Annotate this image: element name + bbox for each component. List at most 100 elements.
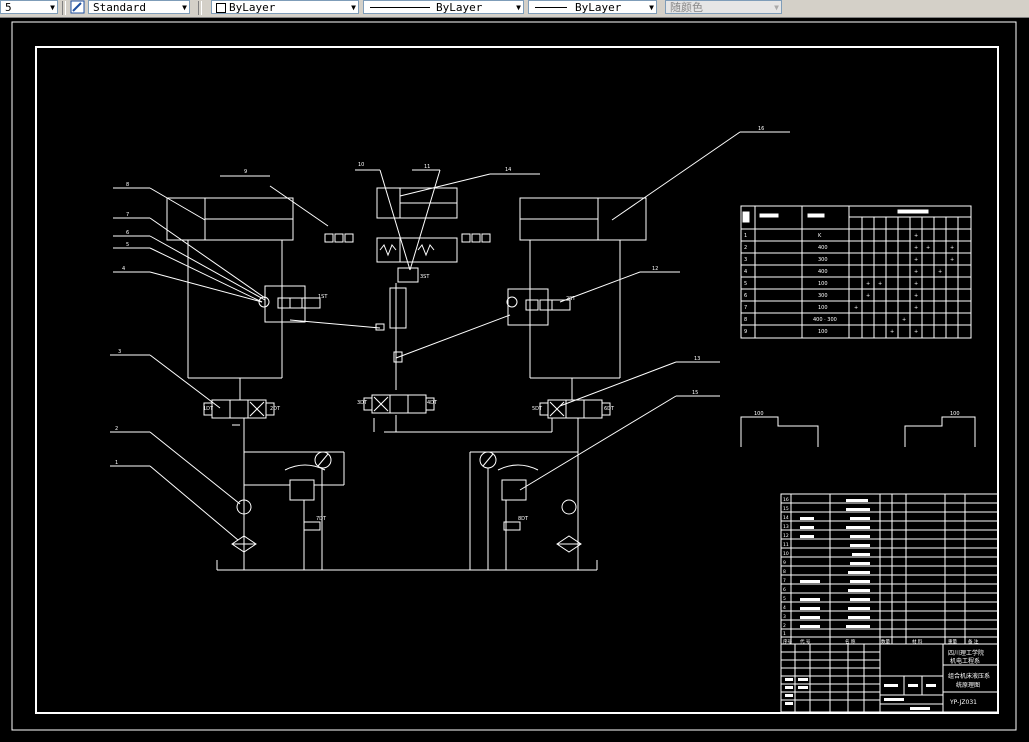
title-drawing-name-1: 组合机床液压系 bbox=[948, 672, 990, 680]
svg-text:+: + bbox=[950, 245, 954, 251]
right-relief-valve bbox=[497, 464, 539, 531]
callout-6: 6 bbox=[126, 230, 129, 236]
op-row-op-8: 400 · 300 bbox=[813, 317, 837, 323]
callout-14: 14 bbox=[505, 167, 511, 173]
color-swatch-icon bbox=[216, 3, 226, 13]
linetype-combo[interactable]: ByLayer ▼ bbox=[363, 0, 524, 14]
op-row-op-9: 100 bbox=[818, 329, 828, 335]
svg-text:+: + bbox=[866, 293, 870, 299]
title-block-fills bbox=[785, 678, 936, 710]
sheet-inner-border bbox=[35, 46, 999, 714]
line-sample-icon bbox=[370, 7, 430, 8]
plotstyle-value: 随颜色 bbox=[670, 1, 703, 14]
center-pressure-valve bbox=[375, 267, 419, 363]
chevron-down-icon: ▼ bbox=[182, 3, 187, 12]
lineweight-combo[interactable]: ByLayer ▼ bbox=[528, 0, 657, 14]
op-row-op-6: 300 bbox=[818, 293, 828, 299]
tag-3ST: 3ST bbox=[420, 274, 430, 280]
op-row-op-4: 400 bbox=[818, 269, 828, 275]
svg-text:+: + bbox=[950, 257, 954, 263]
center-directional-valve bbox=[363, 394, 435, 414]
callout-16: 16 bbox=[758, 126, 764, 132]
svg-text:+: + bbox=[938, 269, 942, 275]
callout-12: 12 bbox=[652, 266, 658, 272]
sheet-outer-border bbox=[11, 21, 1017, 731]
part-num-8: 8 bbox=[783, 569, 786, 575]
parts-header-material: 材 料 bbox=[912, 638, 923, 645]
svg-text:+: + bbox=[854, 305, 858, 311]
parts-header-name: 名 称 bbox=[845, 638, 856, 645]
op-row-op-7: 100 bbox=[818, 305, 828, 311]
parts-header-no: 序号 bbox=[783, 638, 792, 645]
op-row-op-5: 100 bbox=[818, 281, 828, 287]
chevron-down-icon: ▼ bbox=[516, 3, 521, 12]
dim-label-left: 100 bbox=[754, 411, 764, 417]
part-num-7: 7 bbox=[783, 578, 786, 584]
parts-header-code: 代 号 bbox=[800, 638, 811, 645]
color-value: ByLayer bbox=[229, 1, 276, 14]
left-relief-valve bbox=[284, 464, 326, 531]
part-num-3: 3 bbox=[783, 614, 786, 620]
part-num-4: 4 bbox=[783, 605, 786, 611]
text-height-value: 5 bbox=[5, 1, 12, 14]
svg-text:+: + bbox=[914, 257, 918, 263]
title-department: 机电工程系 bbox=[950, 657, 980, 665]
part-num-13: 13 bbox=[783, 524, 789, 530]
title-school: 四川理工学院 bbox=[948, 649, 984, 657]
tag-1DT: 1DT bbox=[203, 406, 214, 412]
text-style-combo[interactable]: Standard ▼ bbox=[88, 0, 190, 14]
parts-header-weight: 重量 bbox=[948, 638, 957, 645]
tag-2DT: 2DT bbox=[270, 406, 281, 412]
part-num-11: 11 bbox=[783, 542, 789, 548]
part-num-10: 10 bbox=[783, 551, 789, 557]
right-pump bbox=[561, 499, 577, 515]
svg-text:+: + bbox=[878, 281, 882, 287]
text-height-combo[interactable]: 5 ▼ bbox=[0, 0, 58, 14]
op-row-9: 9 bbox=[744, 329, 747, 335]
right-cylinder bbox=[519, 197, 647, 241]
chevron-down-icon: ▼ bbox=[774, 3, 779, 12]
hydraulic-schematic: 8 7 6 5 4 3 2 1 9 10 11 14 12 13 15 16 1… bbox=[11, 21, 1017, 731]
op-row-8: 8 bbox=[744, 317, 747, 323]
callout-9: 9 bbox=[244, 169, 247, 175]
parts-list bbox=[780, 493, 999, 645]
callout-11: 11 bbox=[424, 164, 430, 170]
callout-4: 4 bbox=[122, 266, 125, 272]
part-num-12: 12 bbox=[783, 533, 789, 539]
svg-text:+: + bbox=[914, 329, 918, 335]
part-num-6: 6 bbox=[783, 587, 786, 593]
callout-1: 1 bbox=[115, 460, 118, 466]
line-sample-icon bbox=[535, 7, 567, 8]
part-num-5: 5 bbox=[783, 596, 786, 602]
text-style-icon[interactable] bbox=[70, 0, 86, 15]
op-row-3: 3 bbox=[744, 257, 747, 263]
svg-text:+: + bbox=[914, 245, 918, 251]
callout-3: 3 bbox=[118, 349, 121, 355]
left-check-valve bbox=[258, 285, 321, 323]
left-cylinder bbox=[166, 197, 294, 241]
left-pressure-gauge bbox=[314, 451, 332, 469]
svg-text:+: + bbox=[914, 293, 918, 299]
color-combo[interactable]: ByLayer ▼ bbox=[211, 0, 359, 14]
op-row-1: 1 bbox=[744, 233, 747, 239]
center-cylinder bbox=[376, 187, 458, 263]
part-num-16: 16 bbox=[783, 497, 789, 503]
parts-header-remarks: 备 注 bbox=[968, 638, 979, 645]
callout-7: 7 bbox=[126, 212, 129, 218]
callout-10: 10 bbox=[358, 162, 364, 168]
tag-2ST: 2ST bbox=[566, 296, 576, 302]
tag-8DT: 8DT bbox=[518, 516, 529, 522]
pipe-network bbox=[187, 240, 621, 571]
drawing-canvas[interactable]: 8 7 6 5 4 3 2 1 9 10 11 14 12 13 15 16 1… bbox=[0, 17, 1029, 738]
svg-text:+: + bbox=[914, 233, 918, 239]
op-row-op-2: 400 bbox=[818, 245, 828, 251]
tag-5DT: 5DT bbox=[532, 406, 543, 412]
op-row-7: 7 bbox=[744, 305, 747, 311]
callout-13: 13 bbox=[694, 356, 700, 362]
op-row-5: 5 bbox=[744, 281, 747, 287]
plotstyle-combo[interactable]: 随颜色 ▼ bbox=[665, 0, 782, 14]
right-directional-valve bbox=[539, 399, 611, 419]
part-num-15: 15 bbox=[783, 506, 789, 512]
svg-text:+: + bbox=[902, 317, 906, 323]
parts-header-qty: 数量 bbox=[881, 638, 890, 645]
